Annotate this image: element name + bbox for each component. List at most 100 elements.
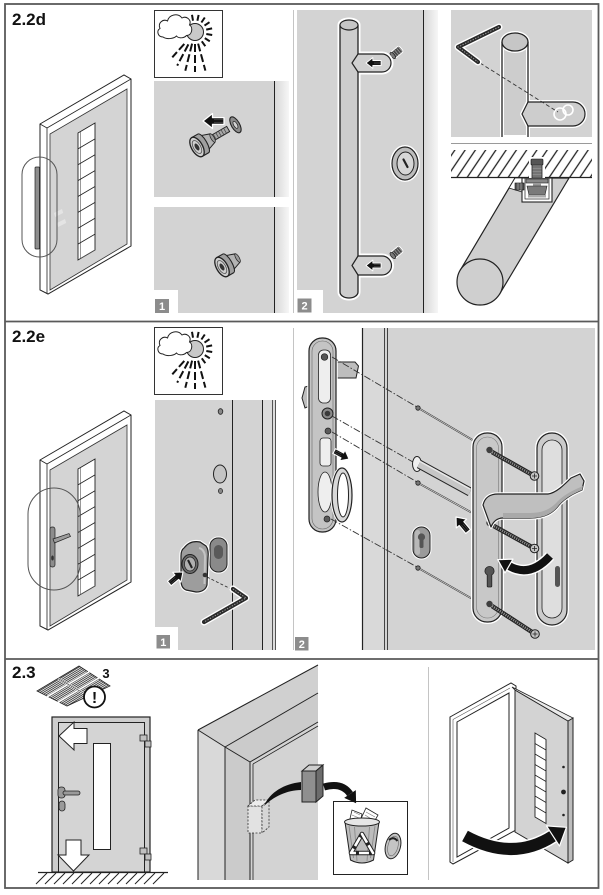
door-hinges: [139, 734, 152, 861]
euro-profile-keyhole: [484, 566, 495, 588]
handle-bar-detail: [500, 31, 587, 139]
step-1-insert-stud-panel: [154, 81, 289, 197]
door-edge-highlight: [275, 207, 289, 313]
bar-handle-mini: [34, 166, 40, 250]
door-illustration: [39, 74, 132, 295]
lever-handle-mini: [49, 526, 71, 568]
step-badge-1: 1: [155, 299, 169, 313]
badge-number: 2: [301, 301, 307, 313]
lock-holes: [213, 408, 227, 494]
inner-backplate: [307, 336, 338, 534]
packing-block: [300, 763, 325, 804]
door-surface: [154, 81, 289, 197]
door-edge-highlight: [424, 10, 438, 313]
badge-box: [297, 298, 312, 313]
door-rebate-lines: [384, 328, 388, 650]
lock-holes: [561, 765, 566, 817]
outline-arrow-left-icon: [58, 720, 88, 752]
hex-key-icon: [200, 585, 250, 626]
weather-icon-graphic: [153, 326, 224, 396]
lever-handle: [481, 472, 586, 529]
section-number: 2.2e: [12, 327, 45, 346]
warning-symbol: !: [92, 690, 97, 707]
grub-screw-side: [514, 182, 525, 191]
cylinder-escutcheon: [411, 525, 432, 560]
sun-cloud-weather-icon: [153, 9, 224, 79]
handle-cover-plate: [535, 431, 569, 627]
bar-end-face: [456, 258, 504, 306]
packing-block-original-position: [246, 799, 271, 834]
badge-box: [155, 299, 169, 313]
frame-strip: [263, 400, 276, 650]
door-edge-strip: [362, 328, 385, 650]
alignment-dashed-line: [479, 62, 559, 113]
rotate-arrow-icon: [497, 552, 555, 576]
mounting-screws: [490, 449, 540, 639]
step-2-mount-bar-handle-panel: 2: [297, 10, 438, 313]
hex-key-icon: [454, 23, 503, 66]
door-glass: [93, 743, 111, 850]
assembly-axis-lines: [330, 356, 418, 568]
section-2-2e: 2.2e: [12, 326, 595, 651]
manual-reference-icon: 3 !: [36, 665, 111, 709]
frame-corner-perspective: [197, 664, 319, 880]
door-opening-illustration: [449, 682, 574, 865]
door-overview-lever-handle: [27, 410, 132, 631]
badge-number: 1: [159, 301, 165, 313]
packing-block-removal: [197, 664, 408, 880]
square-spindle: [412, 456, 473, 496]
detail-highlight-oval: [21, 156, 58, 258]
section-number: 2.3: [12, 663, 36, 682]
frame-lines: [272, 400, 276, 650]
standoff-bracket: [521, 177, 553, 203]
recycle-bin-icon: [333, 801, 408, 875]
section-2-2d: 2.2d 1: [12, 9, 592, 313]
bar-body: [339, 25, 359, 299]
swing-arrow-icon: [461, 825, 568, 857]
detail-tighten-grub-screw-panel: [451, 10, 592, 139]
exclamation-circle-icon: !: [83, 685, 106, 709]
step-1-stud-installed-panel: 1: [154, 207, 289, 313]
door-glass: [534, 732, 547, 825]
door-surface: [297, 10, 438, 313]
door-illustration: [39, 410, 132, 631]
cylinder-mount: [208, 536, 229, 574]
step-2-mount-handle-set-panel: 2: [295, 328, 595, 651]
cylinder-rosette: [179, 539, 210, 594]
manual-section-reference: 3: [102, 666, 109, 681]
door-leaf-top: [511, 686, 574, 722]
threaded-stud: [529, 157, 545, 179]
section-2-3: 2.3 3 !: [12, 663, 574, 885]
sun-cloud-weather-icon: [153, 326, 224, 396]
step-badge-1: 1: [156, 635, 170, 649]
door-front-view: [51, 716, 152, 873]
dispose-arrow-icon: [323, 782, 357, 804]
badge-box: [295, 637, 309, 651]
bar-handle: [337, 17, 394, 301]
handle-base-plate: [471, 431, 504, 624]
badge-number: 2: [299, 639, 305, 651]
door-drill-holes: [415, 405, 421, 571]
frame-profile-line: [452, 687, 511, 862]
door-leaf-edge: [567, 717, 574, 864]
section-number: 2.2d: [12, 10, 46, 29]
weather-icon-graphic: [153, 9, 224, 79]
floor-hatching: [35, 871, 168, 885]
door-overview-bar-handle: [21, 74, 132, 295]
step-badge-2: 2: [297, 298, 312, 313]
removal-swoosh-arrow: [264, 782, 301, 806]
step-badge-2: 2: [295, 637, 309, 651]
detail-highlight-oval: [27, 487, 81, 591]
door-handle: [57, 786, 81, 812]
badge-box: [156, 635, 170, 649]
key-escutcheon: [390, 145, 420, 182]
outline-arrow-down-icon: [56, 839, 91, 872]
screw-path-lines-inner: [419, 408, 477, 602]
door-edge-highlight: [275, 81, 289, 197]
badge-number: 1: [160, 637, 166, 649]
bar-end-cap: [339, 19, 359, 31]
outer-border: [4, 3, 600, 889]
page-frame: [4, 3, 600, 889]
